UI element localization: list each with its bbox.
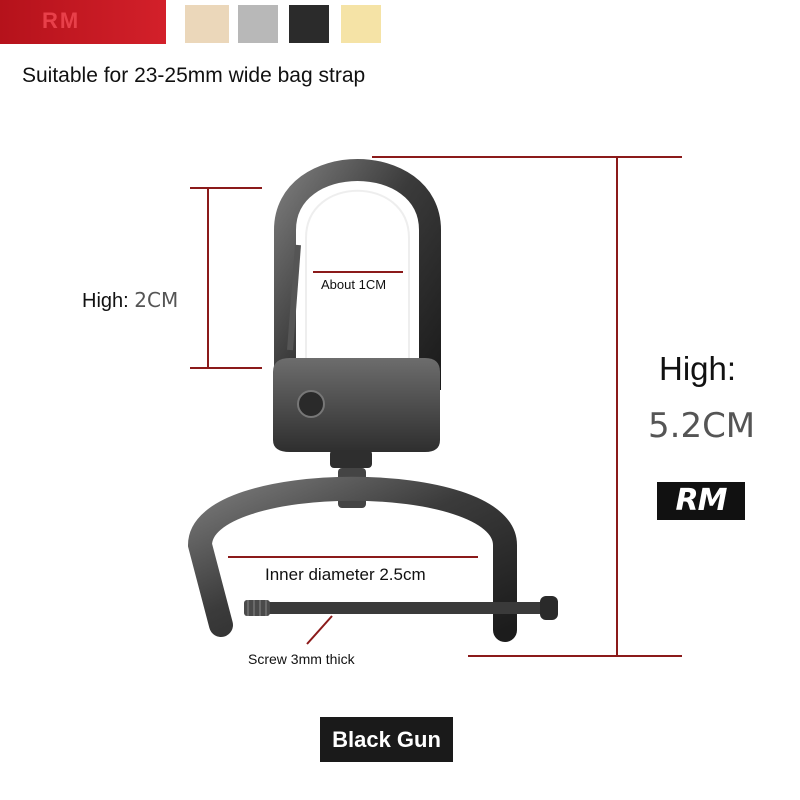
screw-thickness-label: Screw 3mm thick xyxy=(248,651,355,667)
inner-diameter-label: Inner diameter 2.5cm xyxy=(265,565,426,584)
swatch-silver[interactable] xyxy=(238,5,278,43)
small-height-value: 2CM xyxy=(134,288,179,312)
total-height-label: High: xyxy=(659,350,737,387)
small-height-label: High: 2CM xyxy=(82,288,178,313)
swatch-beige[interactable] xyxy=(185,5,229,43)
header-logo-text: RM xyxy=(42,8,81,33)
swatch-black[interactable] xyxy=(289,5,329,43)
dimension-lines xyxy=(190,156,682,657)
small-height-caption: High: xyxy=(82,290,129,312)
total-height-value: 5.2CM xyxy=(648,406,756,446)
brand-logo: RM xyxy=(657,482,745,520)
header-logo: RM xyxy=(0,0,166,44)
loop-width-label: About 1CM xyxy=(321,277,387,292)
subtitle: Suitable for 23-25mm wide bag strap xyxy=(22,64,366,87)
color-caption: Black Gun xyxy=(320,717,453,762)
swatch-gold[interactable] xyxy=(341,5,381,43)
